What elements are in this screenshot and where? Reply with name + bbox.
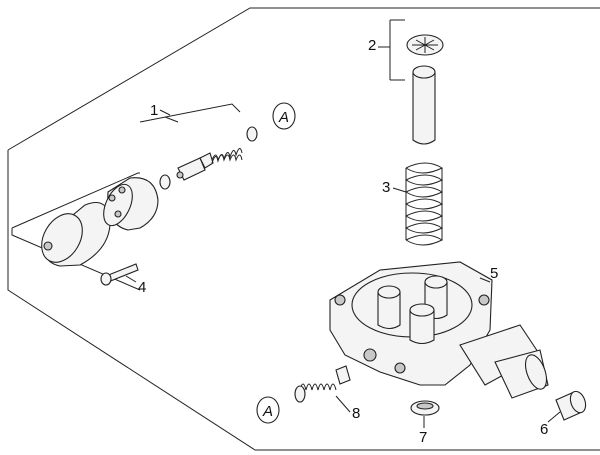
callout-1: 1 bbox=[150, 102, 158, 119]
lock-washer bbox=[406, 34, 444, 56]
callout-6: 6 bbox=[540, 421, 548, 438]
callout-7: 7 bbox=[419, 429, 427, 446]
piston-bracket bbox=[389, 19, 405, 81]
leader-lines bbox=[125, 46, 561, 428]
o-ring-top bbox=[246, 126, 258, 142]
valve-cap bbox=[103, 177, 159, 231]
valve-housing-cylinder bbox=[41, 201, 111, 267]
callout-8: 8 bbox=[352, 405, 360, 422]
bolt bbox=[100, 263, 139, 286]
piston-spring bbox=[405, 162, 444, 246]
valve-assembly-bracket bbox=[11, 103, 241, 291]
piston-rod bbox=[412, 65, 436, 145]
check-valve bbox=[294, 365, 351, 403]
valve-spring bbox=[211, 148, 243, 164]
frame-outline bbox=[7, 7, 600, 451]
callout-5: 5 bbox=[490, 265, 498, 282]
pump-head bbox=[329, 261, 493, 386]
o-ring-small bbox=[159, 174, 171, 190]
callout-4: 4 bbox=[138, 279, 146, 296]
valve-stem bbox=[176, 152, 214, 181]
pipe-cap bbox=[555, 390, 587, 421]
svg-text:A: A bbox=[278, 109, 289, 126]
reference-mark-a-top: A bbox=[272, 102, 296, 130]
outlet-pipe bbox=[459, 324, 549, 399]
callout-2: 2 bbox=[368, 37, 376, 54]
callout-3: 3 bbox=[382, 179, 390, 196]
seal-ring bbox=[410, 400, 440, 416]
reference-mark-a-bottom: A bbox=[256, 396, 280, 424]
svg-text:A: A bbox=[262, 403, 273, 420]
